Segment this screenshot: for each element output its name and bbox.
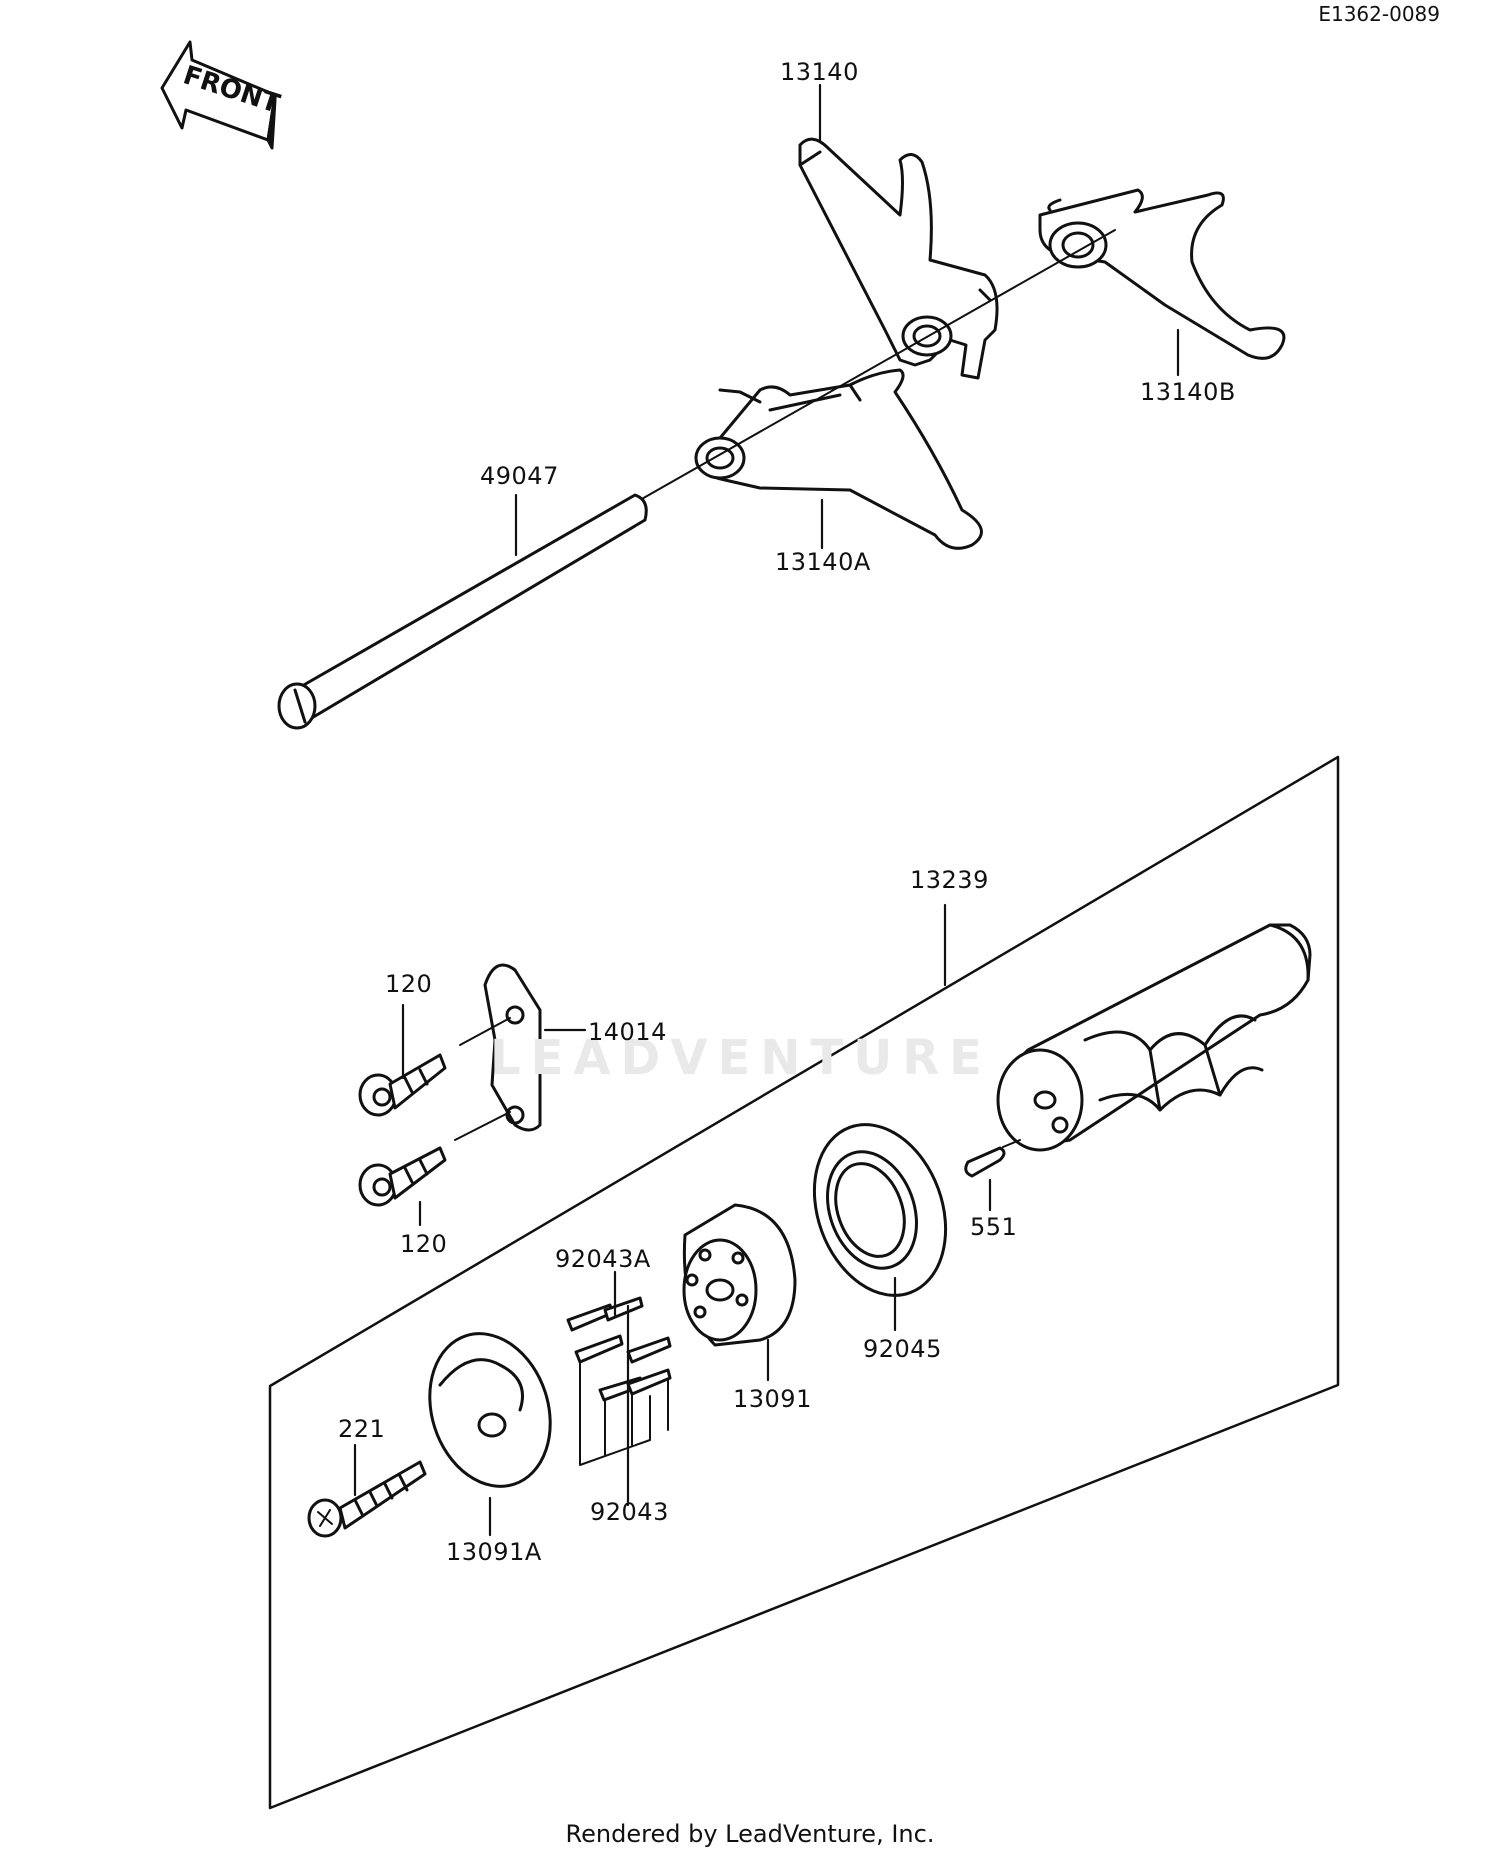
watermark: LEADVENTURE [490, 1030, 992, 1086]
label-120-upper[interactable]: 120 [385, 970, 433, 998]
bolt-120-upper [358, 1017, 511, 1117]
pin-plate-13091 [682, 1203, 797, 1347]
shift-fork-13140 [798, 137, 999, 380]
label-221[interactable]: 221 [338, 1415, 386, 1443]
label-14014[interactable]: 14014 [588, 1018, 667, 1046]
label-13091[interactable]: 13091 [733, 1385, 812, 1413]
label-92043[interactable]: 92043 [590, 1498, 669, 1526]
shift-rod-49047 [277, 493, 648, 730]
bolt-120-lower [358, 1111, 511, 1207]
label-13091a[interactable]: 13091A [446, 1538, 542, 1566]
label-120-lower[interactable]: 120 [400, 1230, 448, 1258]
label-13140a[interactable]: 13140A [775, 548, 871, 576]
screw-221 [307, 1460, 427, 1538]
shift-fork-13140b [1038, 188, 1286, 360]
front-arrow-icon: FRONT [160, 40, 283, 150]
label-13140b[interactable]: 13140B [1140, 378, 1236, 406]
bearing-92045 [812, 1123, 948, 1297]
label-13239[interactable]: 13239 [910, 866, 989, 894]
pins-92043 [566, 1296, 672, 1466]
pin-551 [964, 1139, 1021, 1178]
label-92043a[interactable]: 92043A [555, 1245, 651, 1273]
plate-13091a [428, 1332, 552, 1488]
shift-drum-13239 [996, 923, 1312, 1152]
plate-14014 [483, 963, 542, 1132]
shift-fork-13140a [694, 368, 983, 550]
label-49047[interactable]: 49047 [480, 462, 559, 490]
label-13140[interactable]: 13140 [780, 58, 859, 86]
assembly-box [268, 755, 1340, 1810]
label-551[interactable]: 551 [970, 1213, 1018, 1241]
label-92045[interactable]: 92045 [863, 1335, 942, 1363]
diagram-code: E1362-0089 [1318, 2, 1440, 26]
leader-lines [353, 83, 1180, 1537]
footer-credit: Rendered by LeadVenture, Inc. [565, 1820, 935, 1848]
